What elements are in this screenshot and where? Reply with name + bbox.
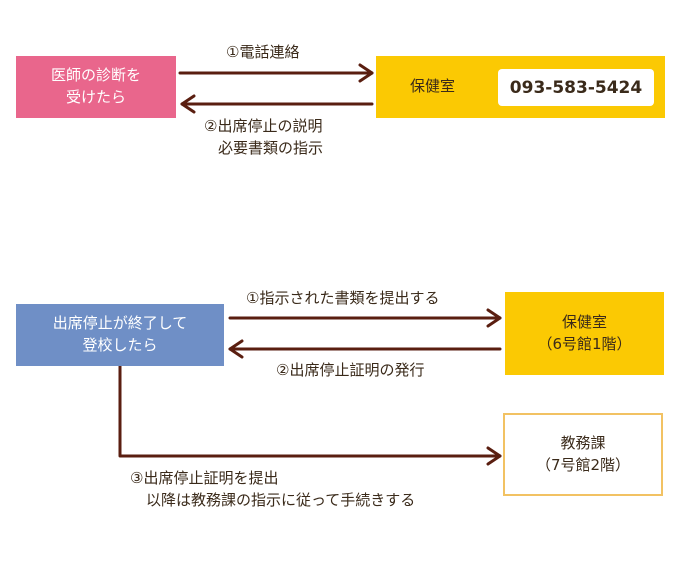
box-after-diagnosis-line1: 医師の診断を	[50, 66, 141, 85]
health-room-bottom-line1: 保健室	[561, 312, 607, 331]
bottom-arrow-left	[228, 339, 502, 359]
academic-affairs-line1: 教務課	[560, 433, 606, 452]
label-submit-certificate-line2: 以降は教務課の指示に従って手続きする	[146, 490, 416, 509]
box-after-diagnosis: 医師の診断を 受けたら	[16, 56, 176, 118]
label-explanation-line2: 必要書類の指示	[218, 138, 324, 157]
box-return-line1: 出席停止が終了して	[52, 314, 188, 333]
box-health-room-bottom: 保健室 （6号館1階）	[505, 292, 664, 375]
label-submit-documents: ①指示された書類を提出する	[246, 289, 440, 307]
phone-number-text: 093-583-5424	[509, 77, 643, 98]
health-room-label: 保健室	[410, 77, 456, 96]
top-arrow-right	[178, 63, 374, 83]
label-issue-certificate: ②出席停止証明の発行	[276, 361, 425, 379]
health-room-bottom-line2: （6号館1階）	[537, 334, 632, 353]
label-explanation: ②出席停止の説明 必要書類の指示	[204, 116, 323, 160]
box-after-diagnosis-line2: 受けたら	[65, 88, 126, 106]
bottom-arrow-right	[228, 308, 502, 328]
label-phone-contact: ①電話連絡	[226, 43, 300, 61]
box-return-line2: 登校したら	[82, 336, 158, 354]
phone-number: 093-583-5424	[498, 69, 654, 106]
top-arrow-left	[180, 94, 374, 114]
bottom-arrow-down-right	[118, 364, 502, 466]
label-explanation-line1: ②出席停止の説明	[204, 117, 323, 135]
box-return-to-school: 出席停止が終了して 登校したら	[16, 304, 224, 366]
label-submit-certificate: ③出席停止証明を提出 以降は教務課の指示に従って手続きする	[130, 468, 415, 512]
academic-affairs-line2: （7号館2階）	[535, 455, 631, 474]
label-submit-certificate-line1: ③出席停止証明を提出	[130, 469, 279, 487]
box-academic-affairs: 教務課 （7号館2階）	[503, 413, 663, 496]
